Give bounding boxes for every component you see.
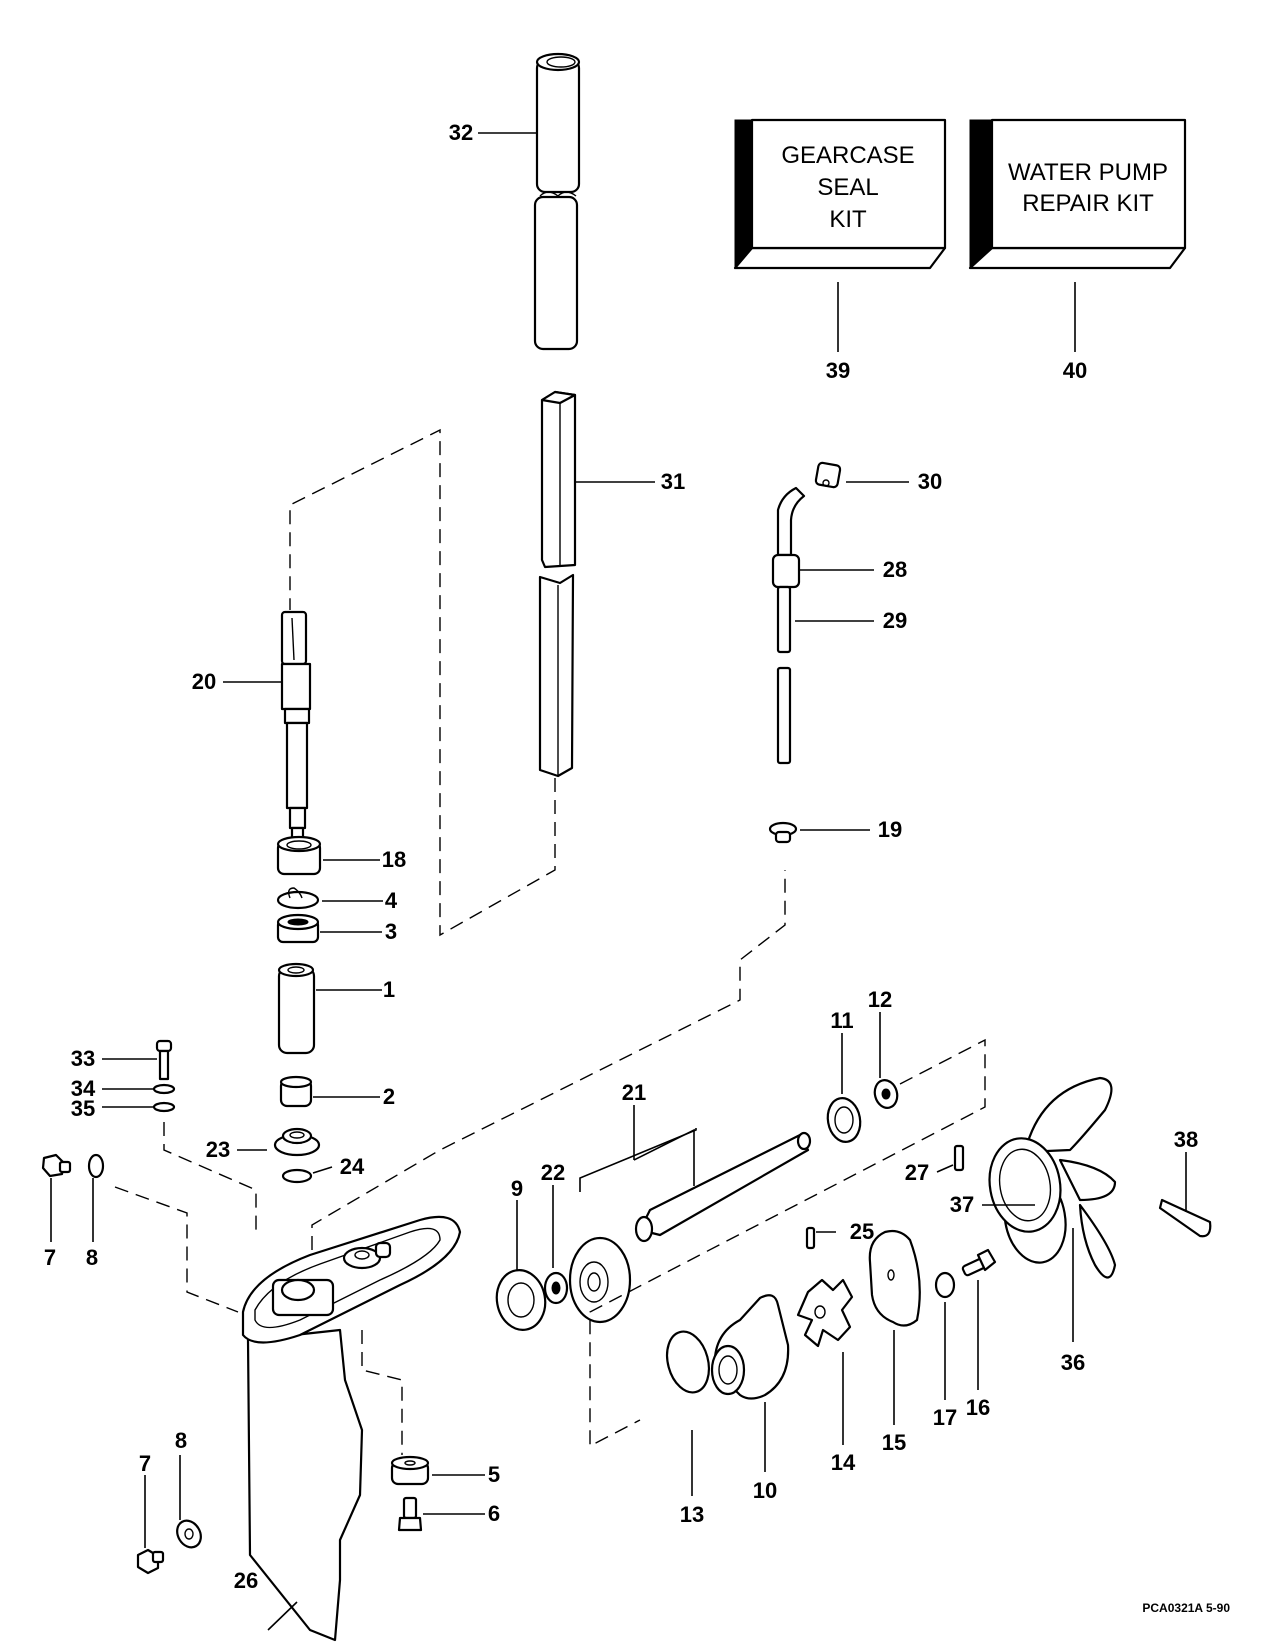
callout-33: 33 — [71, 1046, 95, 1071]
callout-11: 11 — [830, 1008, 853, 1033]
part-grommet-19 — [768, 821, 870, 844]
callout-34: 34 — [71, 1076, 96, 1101]
callout-30: 30 — [918, 469, 942, 494]
part-exhaust-tube — [478, 52, 581, 351]
kit-39-line2: SEAL — [817, 174, 878, 201]
callout-10: 10 — [753, 1478, 777, 1503]
part-pinion — [237, 1127, 333, 1184]
callout-16: 16 — [966, 1395, 990, 1420]
callout-7-lower: 7 — [139, 1451, 151, 1476]
callout-37: 37 — [950, 1192, 974, 1217]
callout-7-upper: 7 — [44, 1245, 56, 1270]
part-propeller — [982, 1076, 1212, 1342]
callout-36: 36 — [1061, 1350, 1085, 1375]
callout-13: 13 — [680, 1502, 704, 1527]
kit-box-gearcase-seal: GEARCASE SEAL KIT — [733, 118, 947, 352]
callout-21: 21 — [622, 1080, 646, 1105]
part-drive-shaft-extension — [289, 390, 655, 937]
part-stack-driveshaft — [276, 835, 383, 1108]
part-gearcase — [241, 870, 786, 1642]
callout-32: 32 — [449, 120, 473, 145]
callout-20: 20 — [192, 669, 216, 694]
callout-40: 40 — [1063, 358, 1087, 383]
callout-23: 23 — [206, 1137, 230, 1162]
callout-6: 6 — [488, 1501, 500, 1526]
callout-35: 35 — [71, 1096, 95, 1121]
callout-5: 5 — [488, 1462, 500, 1487]
part-bearings-11-12 — [589, 1012, 986, 1448]
part-screw-washers — [102, 1039, 257, 1232]
callout-17: 17 — [933, 1405, 957, 1430]
callout-12: 12 — [868, 987, 892, 1012]
part-water-tube-assembly — [771, 461, 909, 765]
drawing-code: PCA0321A 5-90 — [1142, 1601, 1230, 1615]
callout-27: 27 — [905, 1160, 929, 1185]
callout-8-lower: 8 — [175, 1428, 187, 1453]
part-drain-plug-lower — [136, 1455, 202, 1575]
part-propeller-shaft — [495, 1105, 812, 1331]
kit-box-water-pump: WATER PUMP REPAIR KIT — [968, 118, 1187, 352]
callout-2: 2 — [383, 1084, 395, 1109]
callout-18: 18 — [382, 847, 406, 872]
callout-labels: 32 31 30 28 29 39 40 20 18 19 4 3 1 2 33… — [44, 120, 1198, 1593]
part-grommet-screw — [390, 1455, 485, 1532]
callout-38: 38 — [1174, 1127, 1198, 1152]
kit-39-line3: KIT — [829, 206, 867, 233]
callout-25: 25 — [850, 1219, 874, 1244]
callout-4: 4 — [385, 888, 398, 913]
callout-24: 24 — [340, 1154, 365, 1179]
callout-8-upper: 8 — [86, 1245, 98, 1270]
callout-31: 31 — [661, 469, 685, 494]
part-drain-plug-upper — [41, 1153, 239, 1313]
callout-15: 15 — [882, 1430, 906, 1455]
callout-26: 26 — [234, 1568, 258, 1593]
callout-14: 14 — [831, 1450, 856, 1475]
kit-39-line1: GEARCASE — [781, 142, 914, 169]
callout-19: 19 — [878, 817, 902, 842]
kit-40-line2: REPAIR KIT — [1022, 190, 1154, 217]
callout-28: 28 — [883, 557, 907, 582]
part-drive-shaft — [223, 610, 312, 848]
callout-39: 39 — [826, 358, 850, 383]
callout-29: 29 — [883, 608, 907, 633]
kit-40-line1: WATER PUMP — [1008, 159, 1168, 186]
callout-3: 3 — [385, 919, 397, 944]
callout-1: 1 — [383, 977, 395, 1002]
callout-22: 22 — [541, 1160, 565, 1185]
part-water-pump — [665, 1144, 997, 1496]
callout-9: 9 — [511, 1176, 523, 1201]
